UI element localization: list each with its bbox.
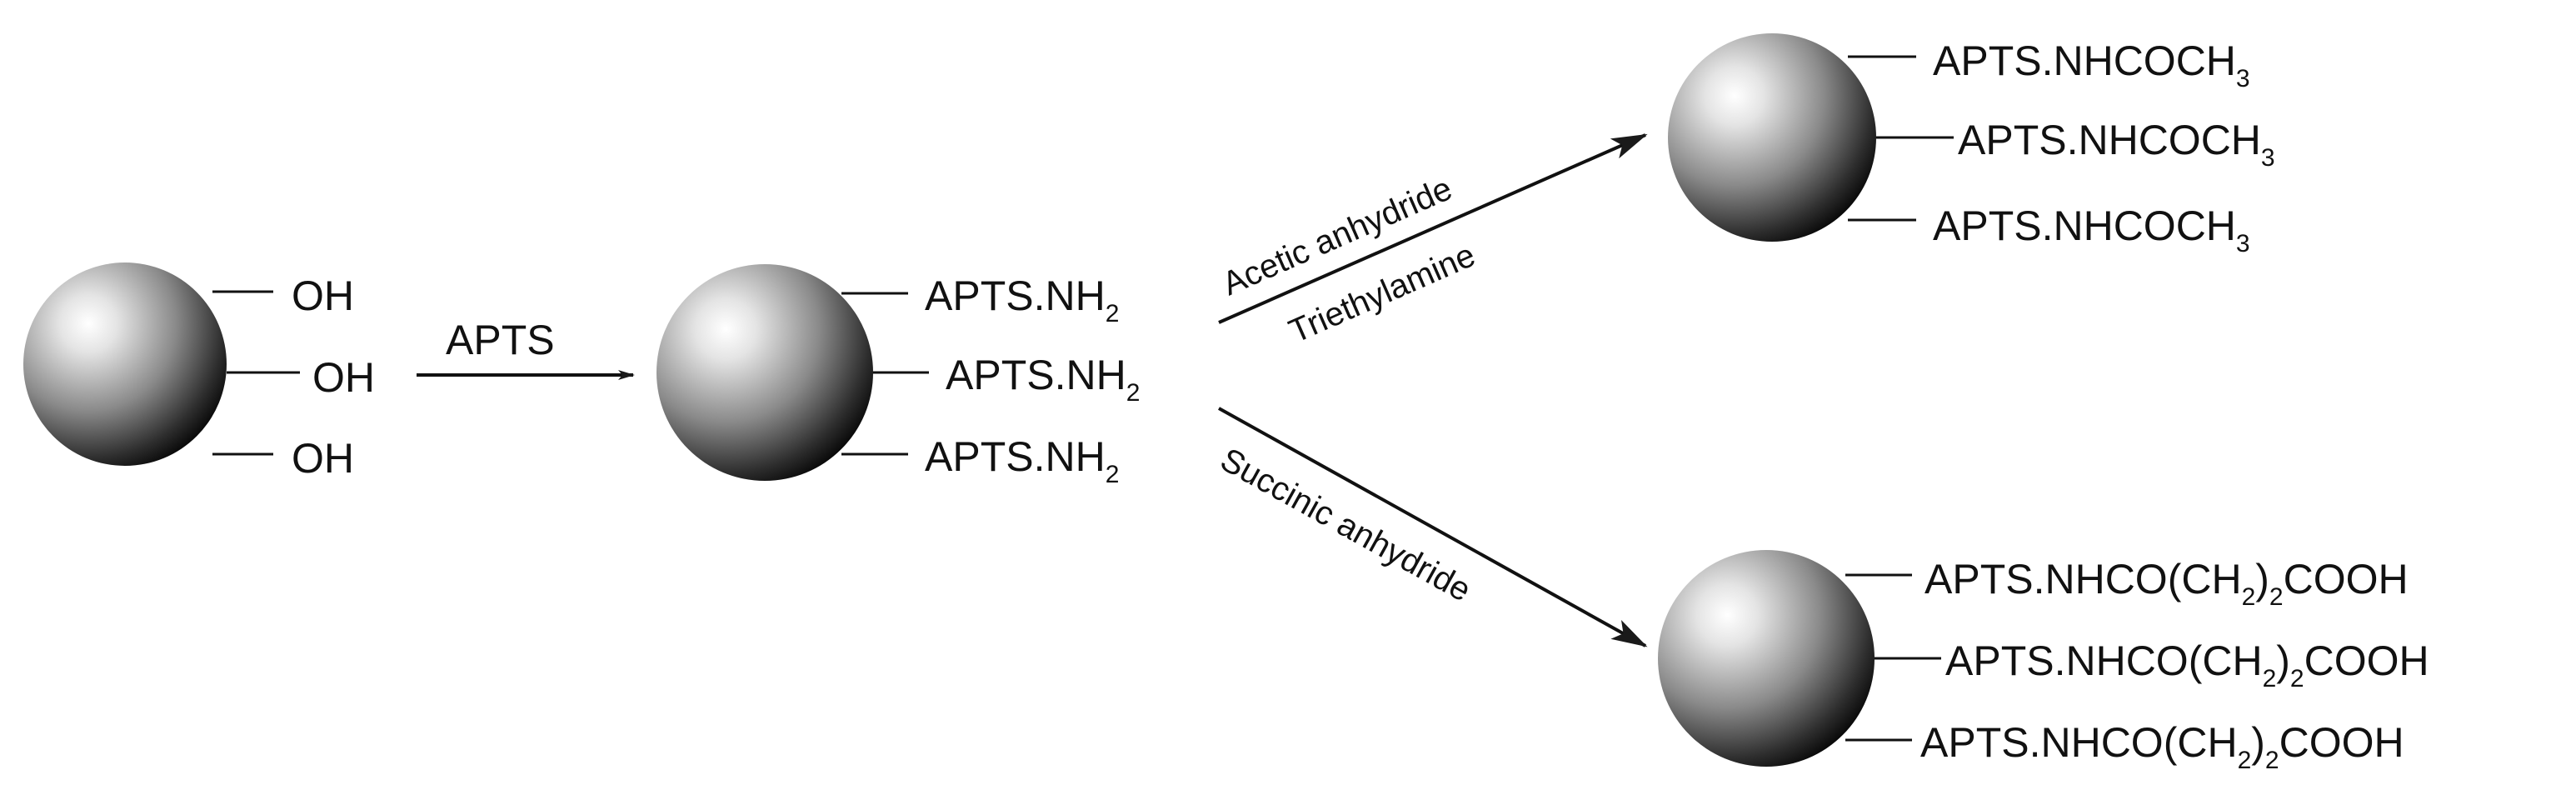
group-label-amine-1: APTS.NH2 <box>925 272 1119 328</box>
group-label-acetyl-3: APTS.NHCOCH3 <box>1933 202 2250 258</box>
group-label-succinyl-2: APTS.NHCO(CH2)2COOH <box>1945 638 2429 692</box>
lower-arrow <box>1218 407 1648 648</box>
group-label-acetyl-2: APTS.NHCOCH3 <box>1958 117 2275 172</box>
group-label-start-1: OH <box>292 272 354 319</box>
particle-succinyl: APTS.NHCO(CH2)2COOH APTS.NHCO(CH2)2COOH … <box>1658 550 2429 774</box>
sphere-amine <box>656 264 873 481</box>
sphere-succinyl <box>1658 550 1875 767</box>
group-label-succinyl-3: APTS.NHCO(CH2)2COOH <box>1920 719 2404 774</box>
particle-start: OH OH OH <box>23 262 375 482</box>
group-label-amine-3: APTS.NH2 <box>925 433 1119 488</box>
group-label-succinyl-1: APTS.NHCO(CH2)2COOH <box>1925 556 2409 611</box>
group-label-start-3: OH <box>292 435 354 482</box>
reagent-succinic-anhydride: Succinic anhydride <box>1215 441 1477 608</box>
step1-arrow-group: APTS <box>417 317 635 380</box>
sphere-acetyl <box>1668 33 1876 242</box>
lower-arrow-group: Succinic anhydride <box>1215 407 1648 648</box>
group-label-acetyl-1: APTS.NHCOCH3 <box>1933 38 2250 92</box>
group-label-amine-2: APTS.NH2 <box>946 352 1140 407</box>
sphere-start <box>23 262 227 466</box>
upper-arrow <box>1218 133 1648 324</box>
particle-amine: APTS.NH2 APTS.NH2 APTS.NH2 <box>656 264 1140 488</box>
upper-arrow-group: Acetic anhydride Triethylamine <box>1217 133 1648 350</box>
group-label-start-2: OH <box>312 354 375 401</box>
reagent-apts: APTS <box>446 317 555 363</box>
particle-acetyl: APTS.NHCOCH3 APTS.NHCOCH3 APTS.NHCOCH3 <box>1668 33 2275 258</box>
